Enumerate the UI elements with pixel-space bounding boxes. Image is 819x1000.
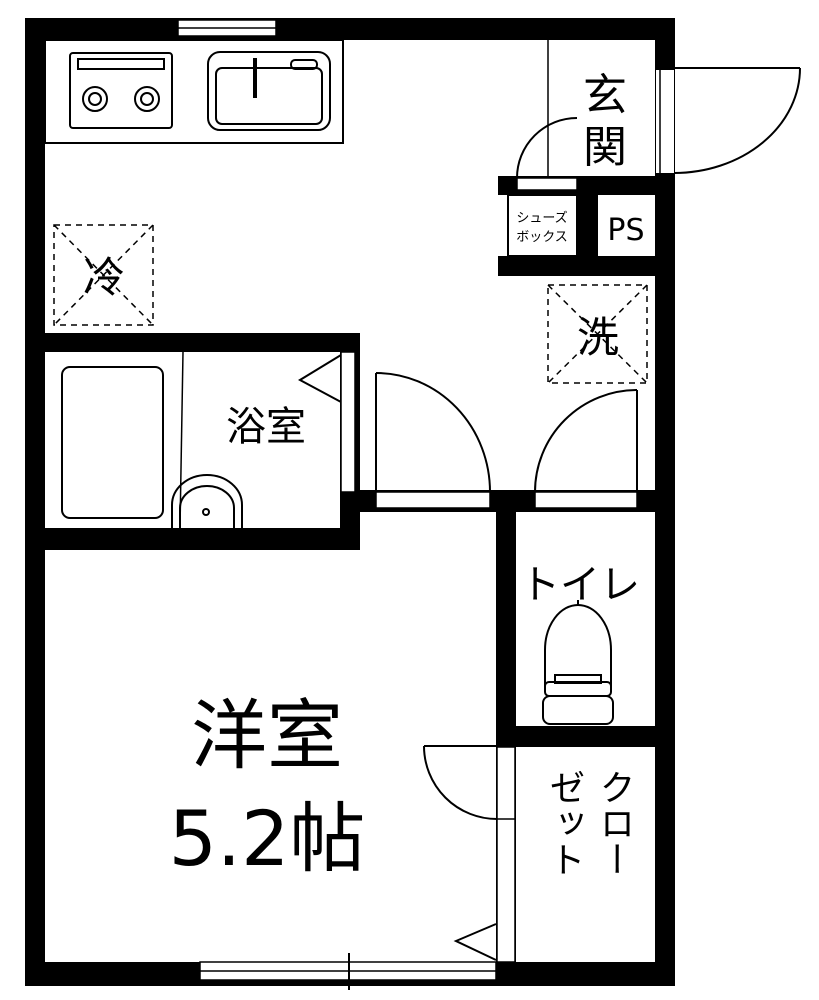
shoe-box	[507, 194, 578, 257]
washer-space	[547, 284, 648, 384]
refrigerator-space	[53, 224, 154, 326]
room-door	[375, 372, 491, 509]
washbasin-icon	[171, 474, 243, 528]
toilet-door	[534, 389, 638, 509]
bathroom-label: 浴室	[226, 404, 306, 450]
pipe-space-label: PS	[607, 213, 644, 248]
washer-label: 洗	[577, 313, 619, 362]
shoe-box-label-1: シューズ	[516, 210, 567, 226]
entrance-label-char: 関	[583, 122, 627, 173]
kitchen-counter	[44, 39, 344, 144]
sink-icon	[207, 51, 331, 131]
toilet-icon	[542, 600, 614, 725]
entrance-door	[656, 67, 801, 174]
western-room-label: 洋室	[191, 691, 343, 780]
window-top	[177, 19, 277, 37]
bathtub-icon	[61, 366, 164, 519]
entrance-label-char: 玄	[583, 70, 627, 121]
entrance-label: 玄関	[583, 70, 627, 173]
toilet-label: トイレ	[520, 562, 640, 608]
closet-label-1: クロー	[594, 769, 635, 877]
closet-label-2: ゼット	[544, 769, 585, 877]
shoe-box-door	[516, 117, 578, 191]
closet-door	[423, 745, 516, 963]
window-bottom	[199, 953, 497, 990]
refrigerator-label: 冷	[83, 253, 125, 302]
bathroom-door	[297, 351, 356, 493]
western-room-size: 5.2帖	[169, 794, 366, 883]
bathtub-divider	[179, 351, 184, 529]
stove-icon	[69, 52, 173, 129]
shoe-box-label-2: ボックス	[516, 230, 568, 245]
